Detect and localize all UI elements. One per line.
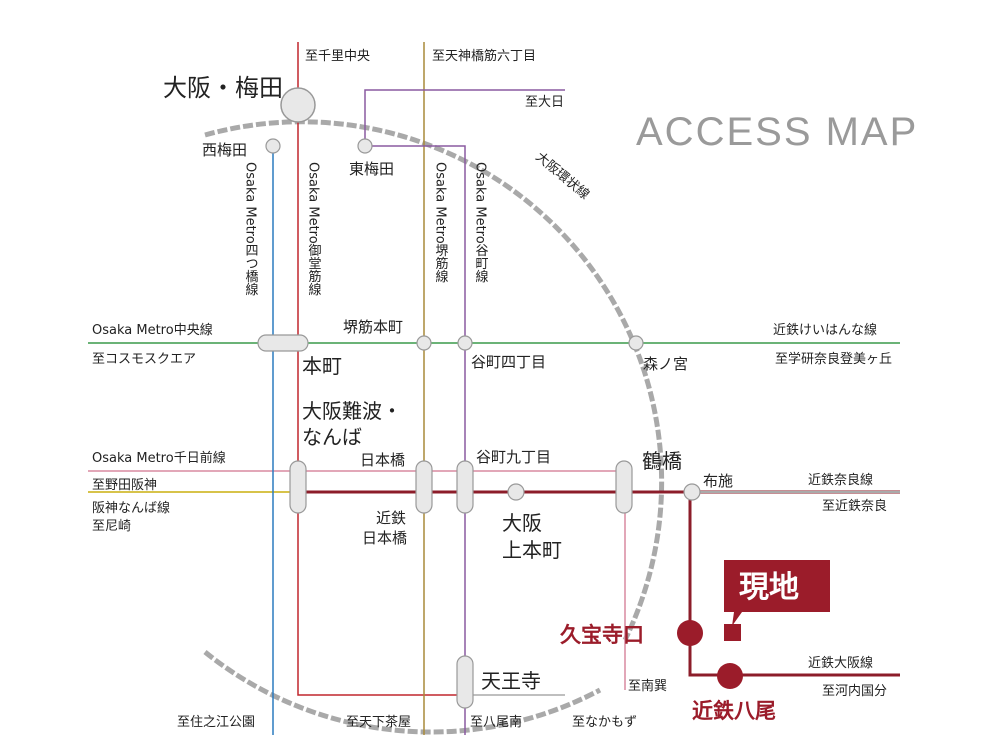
dir-tenjinbashi: 至天神橋筋六丁目: [432, 48, 536, 64]
line-label-chuo: Osaka Metro中央線: [92, 322, 213, 338]
station-morinomiya-marker: [628, 335, 644, 351]
line-label-keihanna: 近鉄けいはんな線: [773, 322, 877, 338]
dir-tengachaya: 至天下茶屋: [346, 714, 411, 730]
station-tennoji-marker: [456, 655, 474, 709]
station-higashiumeda: 東梅田: [349, 160, 394, 178]
line-label-tanimachi: Osaka Metro谷町線: [473, 162, 489, 283]
dir-senrichuo: 至千里中央: [305, 49, 370, 64]
dir-yaominami: 至八尾南: [470, 714, 522, 730]
station-tanimachi9-marker: [456, 460, 474, 514]
station-nipponbashi: 日本橋: [360, 451, 405, 469]
site-marker: [724, 624, 741, 641]
station-honmachi-marker: [257, 334, 309, 352]
line-label-nara: 近鉄奈良線: [808, 472, 873, 488]
dir-minamitatsumi: 至南巽: [628, 678, 667, 694]
dir-gakken: 至学研奈良登美ヶ丘: [775, 351, 892, 367]
line-label-sakaisuji: Osaka Metro堺筋線: [433, 162, 449, 283]
station-uehonmachi-1: 大阪: [502, 511, 542, 535]
tanimachi-line: [364, 89, 565, 146]
dir-kawachikokubu: 至河内国分: [822, 683, 887, 699]
station-kintetsu-nipponbashi-1: 近鉄: [376, 509, 406, 527]
station-nipponbashi-marker: [415, 460, 433, 514]
line-label-osaka: 近鉄大阪線: [808, 655, 873, 671]
tanimachi-line-2: [365, 145, 466, 735]
station-tanimachi4-marker: [457, 335, 473, 351]
station-morinomiya: 森ノ宮: [643, 355, 688, 373]
station-uehonmachi-marker: [507, 483, 525, 501]
station-tsuruhashi: 鶴橋: [642, 449, 682, 473]
station-namba-marker: [289, 460, 307, 514]
station-higashiumeda-marker: [357, 138, 373, 154]
station-nishiumeda-marker: [265, 138, 281, 154]
station-sakaisujihonmachi: 堺筋本町: [343, 318, 403, 336]
line-label-midosuji: Osaka Metro御堂筋線: [306, 162, 322, 296]
site-label: 現地: [739, 570, 799, 605]
dir-amagasaki: 至尼崎: [92, 519, 131, 534]
line-label-loop: 大阪環状線: [532, 149, 592, 203]
dir-suminoekoen: 至住之江公園: [177, 715, 255, 730]
dir-nodahanshin: 至野田阪神: [92, 478, 157, 493]
dir-nakamozu: 至なかもず: [572, 715, 637, 730]
station-kyuhojiguchi: 久宝寺口: [560, 623, 644, 647]
station-uehonmachi-2: 上本町: [502, 538, 562, 562]
station-kintetsuyao: 近鉄八尾: [692, 699, 776, 723]
site-callout: [724, 560, 830, 626]
station-nishiumeda: 西梅田: [202, 141, 247, 159]
station-umeda: 大阪・梅田: [163, 74, 283, 102]
dir-dainichi: 至大日: [525, 95, 564, 110]
kintetsu-osaka-line: [688, 492, 900, 677]
station-tanimachi4: 谷町四丁目: [471, 353, 546, 371]
station-honmachi: 本町: [302, 354, 342, 378]
station-kyuhojiguchi-marker: [677, 620, 703, 646]
line-label-sennichimae: Osaka Metro千日前線: [92, 450, 226, 466]
page-title: ACCESS MAP: [636, 110, 918, 154]
line-label-yotsubashi: Osaka Metro四つ橋線: [243, 162, 259, 296]
station-namba-2: なんば: [302, 425, 362, 449]
dir-cosmo: 至コスモスクエア: [92, 352, 196, 367]
station-fuse-marker: [683, 483, 701, 501]
station-kintetsuyao-marker: [717, 663, 743, 689]
dir-kintetsunara: 至近鉄奈良: [822, 498, 887, 514]
station-tennoji: 天王寺: [481, 669, 541, 693]
line-label-hanshin: 阪神なんば線: [92, 500, 170, 516]
station-umeda-marker: [280, 87, 316, 123]
midosuji-line: [297, 42, 465, 696]
station-kintetsu-nipponbashi-2: 日本橋: [362, 529, 407, 547]
station-sakaisujihonmachi-marker: [416, 335, 432, 351]
station-tsuruhashi-marker: [615, 460, 633, 514]
loop-line-lower: [203, 650, 602, 735]
station-tanimachi9: 谷町九丁目: [476, 448, 551, 466]
station-fuse: 布施: [703, 472, 733, 490]
station-namba-1: 大阪難波・: [302, 399, 402, 423]
